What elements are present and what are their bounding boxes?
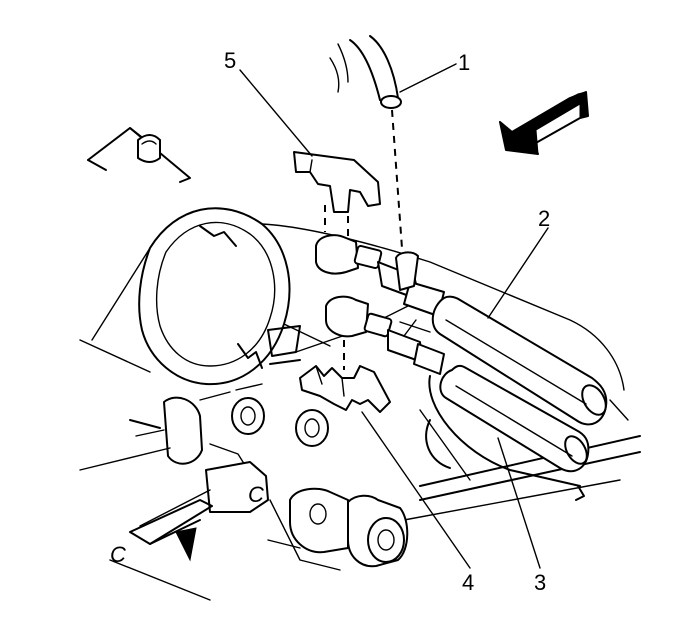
housing-bore: [79, 207, 625, 391]
callout-3: 3: [534, 570, 546, 595]
callout-4: 4: [462, 570, 474, 595]
leader-lines: [239, 63, 549, 569]
callout-5: 5: [224, 48, 236, 73]
callout-2: 2: [538, 206, 550, 231]
component-letter-c-center: C: [248, 482, 264, 507]
component-letter-c-left: C: [110, 542, 126, 567]
lower-crossmember: [109, 435, 641, 601]
cooler-hoses: [428, 295, 629, 501]
upper-retaining-clip: [293, 151, 381, 236]
upper-left-bracket: [87, 127, 191, 183]
transmission-case: [79, 299, 471, 481]
vent-hose: [329, 35, 404, 263]
lower-retaining-clip: [299, 340, 391, 413]
callout-1: 1: [458, 50, 470, 75]
cooler-lines: [315, 234, 445, 375]
direction-arrow-icon: [499, 91, 589, 155]
